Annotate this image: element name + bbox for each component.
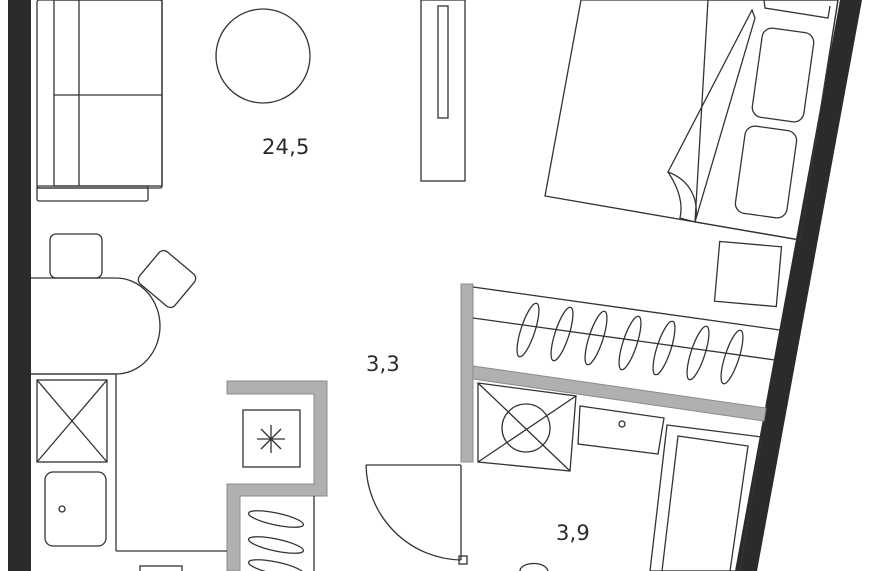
washing-machine xyxy=(477,382,577,472)
sofa xyxy=(36,0,163,202)
nightstand xyxy=(713,240,783,308)
room-area-bathroom: 3,9 xyxy=(556,521,590,545)
wardrobe-panel xyxy=(420,0,466,182)
dining-set xyxy=(31,233,197,375)
outer-walls xyxy=(8,0,862,571)
outer-wall-right xyxy=(735,0,862,571)
room-area-hallway: 3,3 xyxy=(366,352,400,376)
bed xyxy=(544,0,839,241)
room-area-living: 24,5 xyxy=(262,135,310,159)
toilet xyxy=(519,562,549,571)
coffee-table xyxy=(215,8,311,104)
kitchen-counter xyxy=(31,373,227,571)
bathroom-sink xyxy=(577,405,665,455)
inner-walls xyxy=(226,283,767,571)
hallway-wardrobe xyxy=(472,286,781,385)
bathroom-door xyxy=(365,464,468,565)
partition-kitchen-niche xyxy=(226,380,328,571)
partition-hall-bath-vertical xyxy=(460,283,474,463)
outer-wall-left xyxy=(8,0,31,571)
storage-shelf xyxy=(247,496,315,571)
partition-bath-top xyxy=(472,365,767,422)
bathtub xyxy=(649,424,763,571)
fridge xyxy=(242,409,301,468)
